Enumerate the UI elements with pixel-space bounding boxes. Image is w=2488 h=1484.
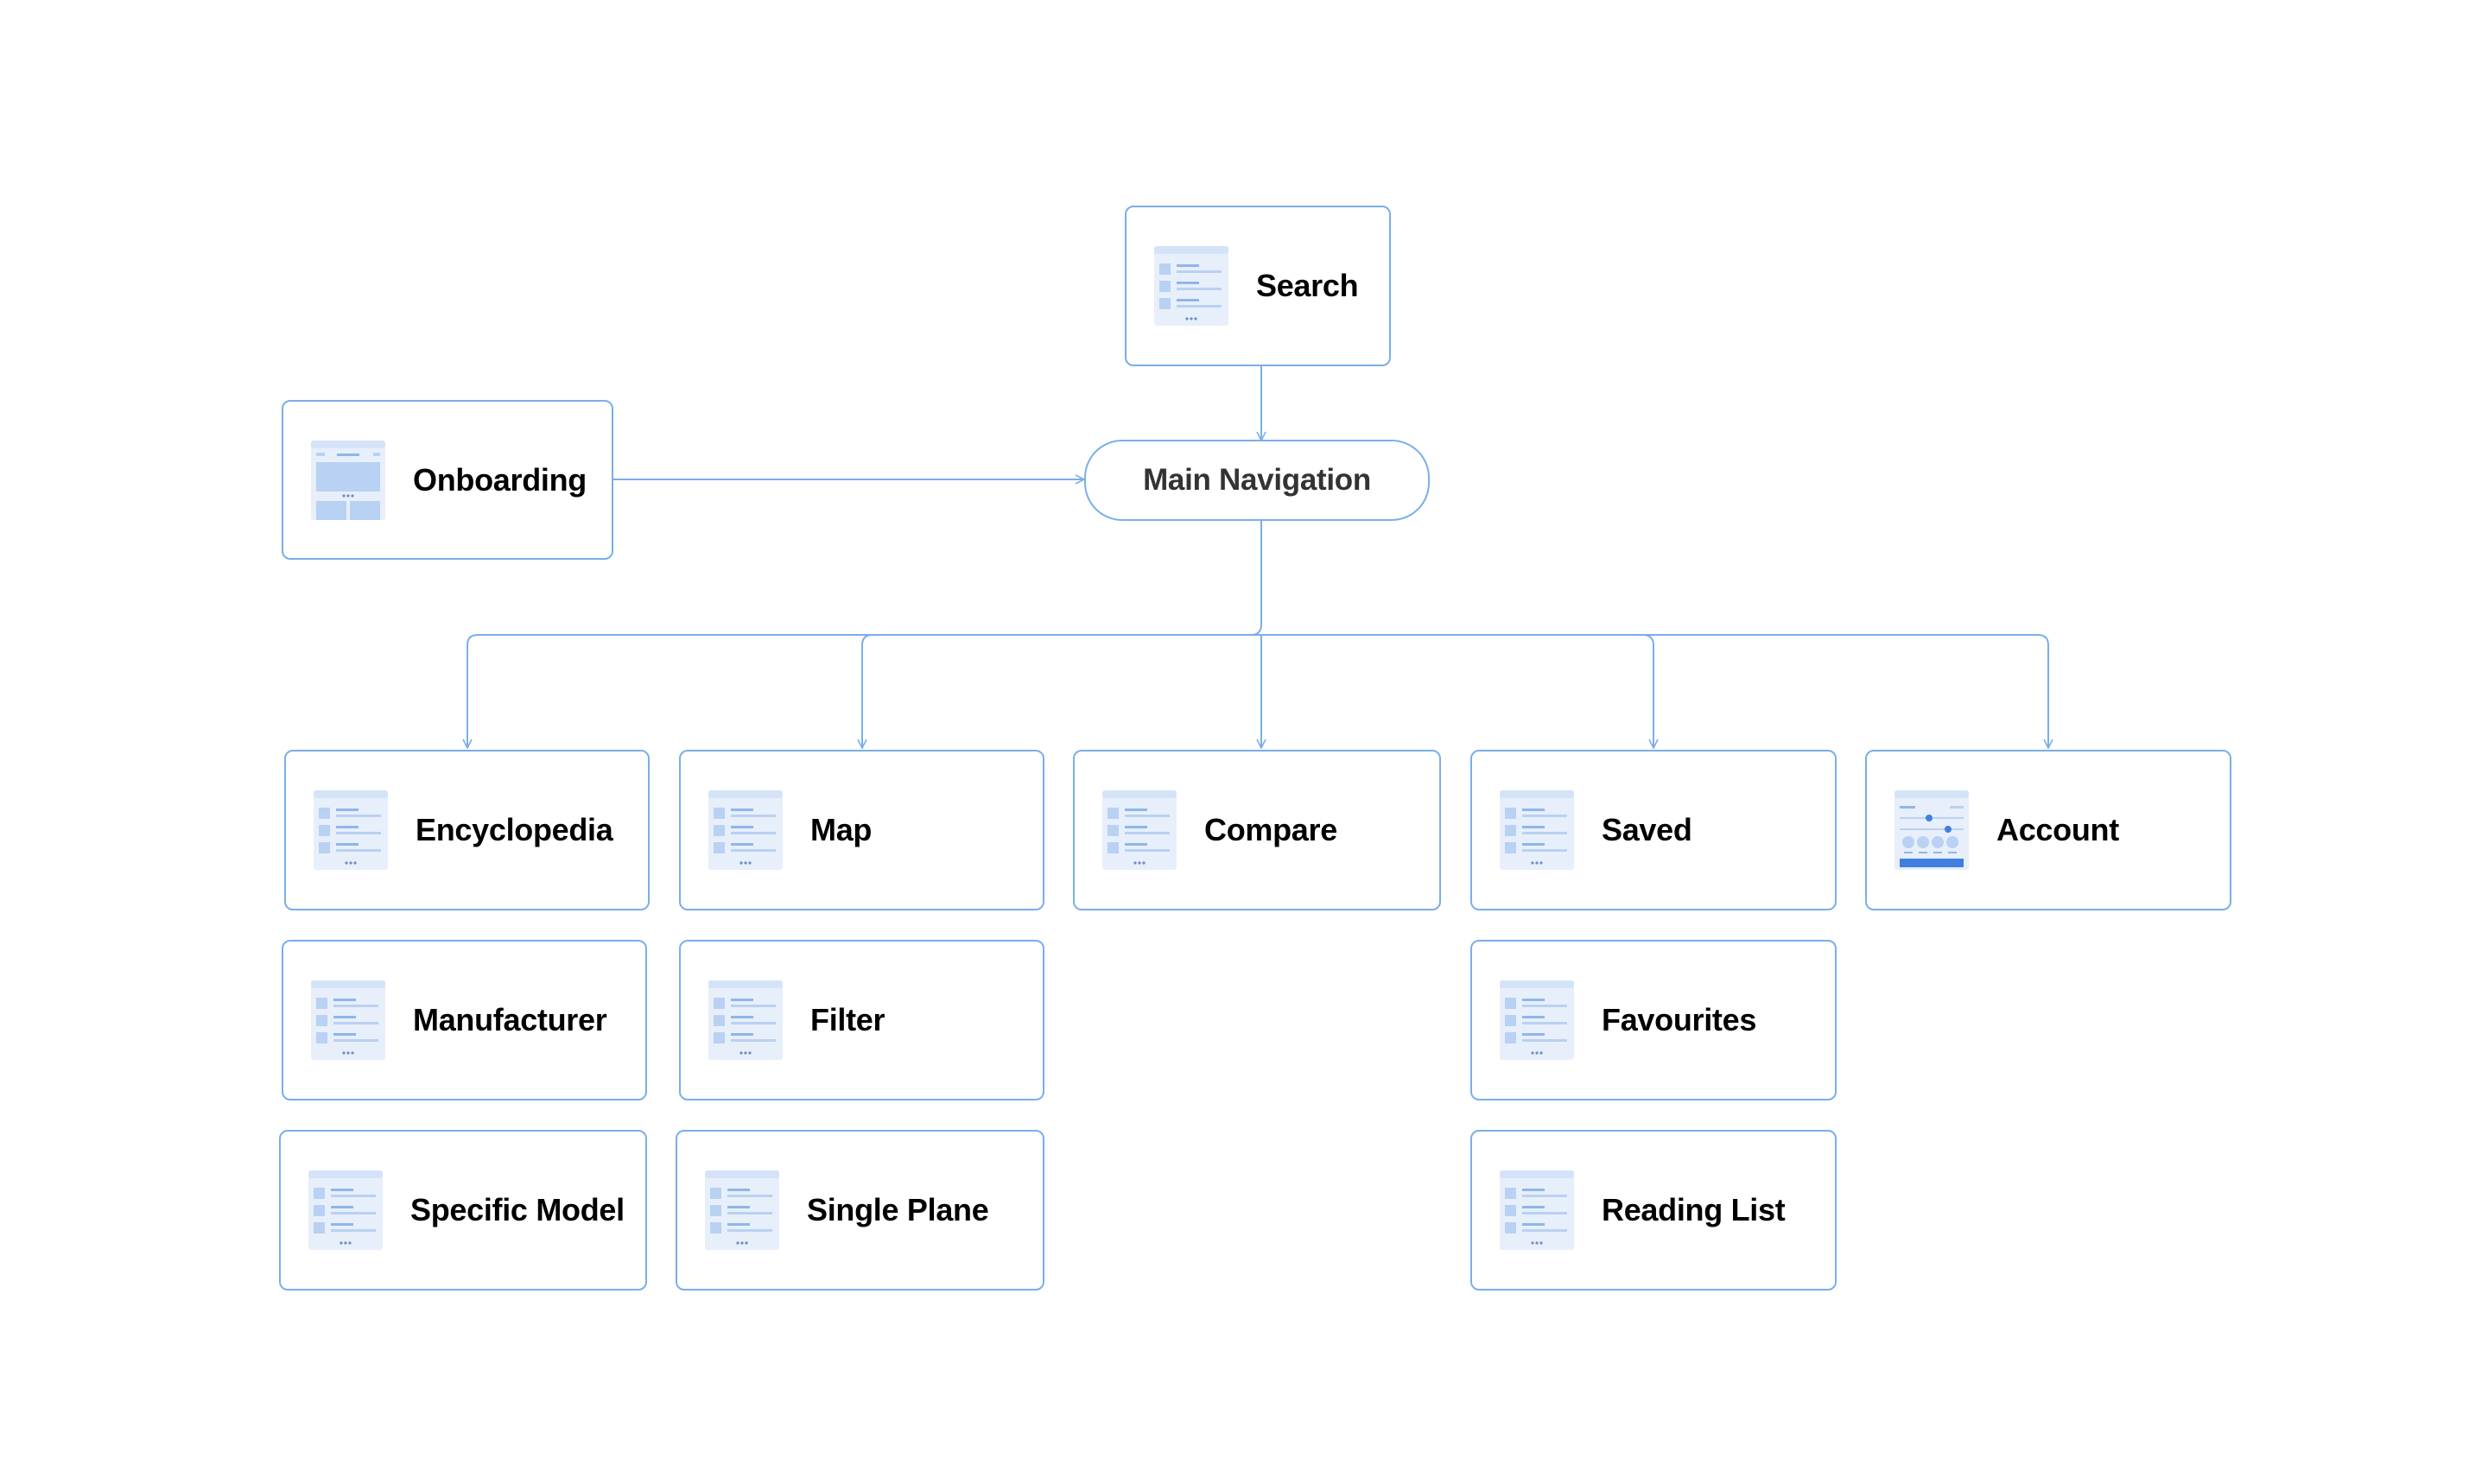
node-encyclopedia[interactable]: Encyclopedia: [284, 750, 650, 910]
edge-main-navigation-to-map: [862, 634, 1261, 748]
node-reading-list[interactable]: Reading List: [1470, 1130, 1837, 1291]
node-label: Main Navigation: [1143, 463, 1371, 497]
node-favourites[interactable]: Favourites: [1470, 940, 1837, 1100]
list-screen-icon: [708, 790, 783, 870]
node-label: Encyclopedia: [416, 812, 613, 847]
node-manufacturer[interactable]: Manufacturer: [282, 940, 647, 1100]
node-label: Search: [1256, 268, 1359, 303]
node-single-plane[interactable]: Single Plane: [676, 1130, 1044, 1291]
node-saved[interactable]: Saved: [1470, 750, 1837, 910]
node-onboarding[interactable]: Onboarding: [282, 400, 613, 560]
node-label: Map: [810, 812, 873, 847]
node-label: Reading List: [1602, 1192, 1786, 1227]
node-label: Single Plane: [807, 1192, 989, 1227]
list-screen-icon: [1500, 1170, 1574, 1250]
node-search[interactable]: Search: [1125, 206, 1391, 366]
node-compare[interactable]: Compare: [1073, 750, 1441, 910]
list-screen-icon: [314, 790, 388, 870]
list-screen-icon: [705, 1170, 779, 1250]
node-main-navigation[interactable]: Main Navigation: [1084, 440, 1430, 521]
list-screen-icon: [708, 980, 783, 1060]
edge-main-navigation-to-account: [1261, 634, 2048, 748]
node-account[interactable]: Account: [1865, 750, 2231, 910]
node-label: Favourites: [1602, 1002, 1757, 1037]
node-label: Compare: [1204, 812, 1337, 847]
settings-screen-icon: [1895, 790, 1969, 870]
node-specific-model[interactable]: Specific Model: [279, 1130, 647, 1291]
node-label: Manufacturer: [413, 1002, 607, 1037]
list-screen-icon: [1500, 790, 1574, 870]
node-filter[interactable]: Filter: [679, 940, 1044, 1100]
node-map[interactable]: Map: [679, 750, 1044, 910]
list-screen-icon: [311, 980, 385, 1060]
node-label: Account: [1996, 812, 2119, 847]
node-label: Specific Model: [410, 1192, 625, 1227]
list-screen-icon: [1102, 790, 1177, 870]
list-screen-icon: [1500, 980, 1574, 1060]
list-screen-icon: [1154, 246, 1228, 326]
node-label: Filter: [810, 1002, 885, 1037]
node-label: Saved: [1602, 812, 1692, 847]
edge-main-navigation-to-saved: [1261, 634, 1653, 748]
list-screen-icon: [308, 1170, 383, 1250]
node-label: Onboarding: [413, 461, 587, 498]
grid-screen-icon: [311, 441, 385, 520]
